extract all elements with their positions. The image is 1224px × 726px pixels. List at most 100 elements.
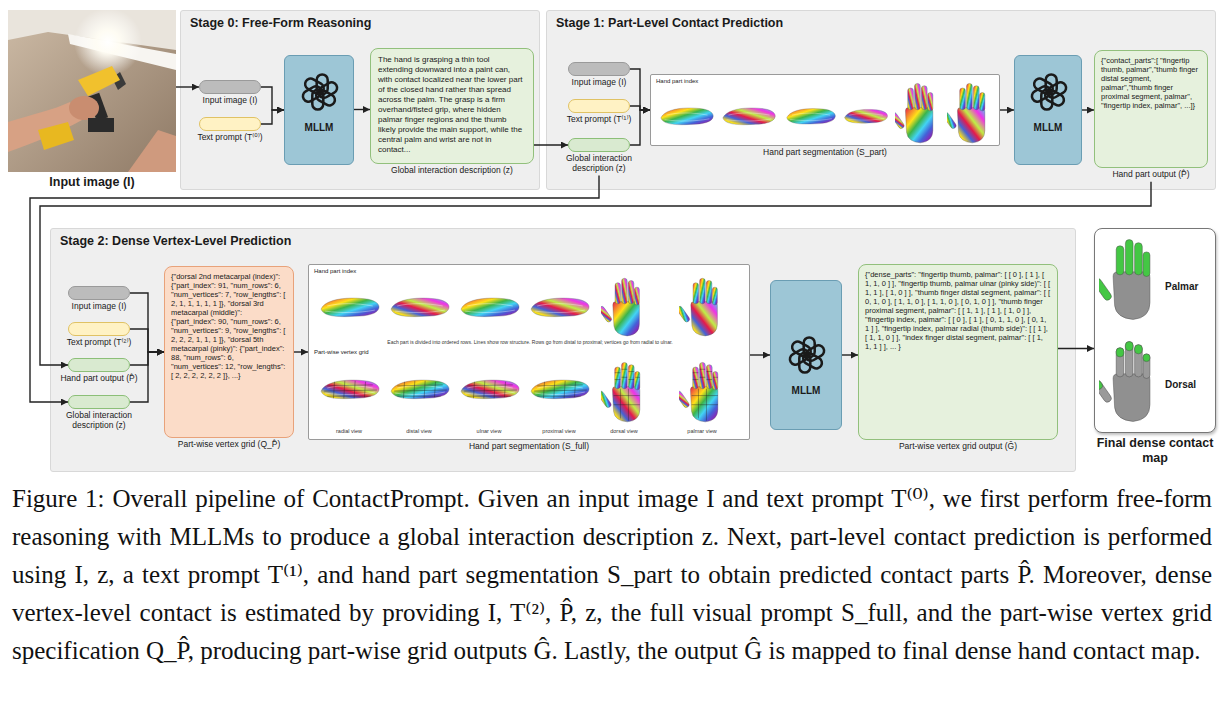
input-token-shape xyxy=(68,322,130,336)
view-label: distal view xyxy=(391,428,447,435)
flow-arrow xyxy=(130,352,164,402)
palmar-palm xyxy=(957,107,984,142)
flow-arrow xyxy=(1058,348,1094,349)
segmentation-panel: Hand part indexHand part segmentation (S… xyxy=(650,74,1000,158)
text-box-shape: {"contact_parts":[ "fingertip thumb, pal… xyxy=(1094,50,1208,168)
caption-slot: Figure 1: Overall pipeline of ContactPro… xyxy=(12,480,1212,670)
caption-label: Final dense contact map xyxy=(1094,436,1216,466)
ulnar-grid xyxy=(464,381,517,399)
stage-panel: Stage 1: Part-Level Contact PredictionIn… xyxy=(546,10,1216,190)
view-label: dorsal view xyxy=(596,428,652,435)
input-token-shape xyxy=(568,62,630,76)
panel-label: Hand part index xyxy=(651,75,999,88)
palm-no-contact xyxy=(1113,272,1150,320)
box-text: {"dense_parts": "fingertip thumb, palmar… xyxy=(859,265,1057,356)
contact-map-hands xyxy=(1095,229,1217,434)
fingers-contact xyxy=(1095,240,1150,302)
stage-title: Stage 0: Free-Form Reasoning xyxy=(181,11,539,35)
fingers-no-contact xyxy=(1095,342,1150,404)
stage-title: Stage 2: Dense Vertex-Level Prediction xyxy=(51,229,1075,253)
caption-label: Part-wise vertex grid output (Ĝ) xyxy=(858,442,1058,452)
distal-view xyxy=(391,298,449,317)
caption-label: Part-wise vertex grid (Q_P̂) xyxy=(164,440,294,450)
flow-arrow xyxy=(130,293,164,352)
proximal-view xyxy=(531,298,589,317)
full-hand-segmentation xyxy=(309,265,751,441)
dorsal-hand xyxy=(1095,342,1150,422)
input-token: Input image (I) xyxy=(551,62,647,88)
caption-label: Hand part segmentation (S_part) xyxy=(650,148,1000,158)
palmar-fingers xyxy=(942,83,985,129)
flow-arrow xyxy=(630,110,650,145)
label-slot: distal view xyxy=(391,428,447,435)
flow-arrow xyxy=(130,352,164,365)
input-image-shape xyxy=(8,10,176,172)
proximal-view xyxy=(845,109,888,123)
input-token: Text prompt (T⁽²⁾) xyxy=(51,322,147,348)
caption-label: Global interaction description (z) xyxy=(370,166,534,176)
second-arm xyxy=(128,130,176,172)
model-label: MLLM xyxy=(771,385,841,396)
segmentation-panel-shape: Hand part index xyxy=(650,74,1000,146)
caption-label: Hand part output (P̂) xyxy=(1094,170,1208,180)
label-slot: Each part is divided into ordered rows. … xyxy=(318,339,742,345)
flow-arrow xyxy=(630,106,650,110)
vertex-grid-row xyxy=(321,362,718,421)
hand-part-segmentation xyxy=(651,75,1001,147)
distal-view xyxy=(391,380,449,399)
dorsal-fingers xyxy=(597,362,640,408)
radial-grid xyxy=(324,381,377,399)
ulnar-view xyxy=(461,380,519,399)
proximal-grid xyxy=(534,381,587,399)
label-slot: radial view xyxy=(321,428,377,435)
flow-arrow xyxy=(750,354,770,355)
dorsal-grid xyxy=(614,369,640,420)
palmar-hand xyxy=(1095,240,1150,320)
text-box: {"dense_parts": "fingertip thumb, palmar… xyxy=(858,264,1058,452)
panel-label: Hand part index xyxy=(309,265,749,278)
ulnar-view xyxy=(787,109,836,125)
input-token: Global interaction description (z) xyxy=(551,138,647,174)
back-no-contact xyxy=(1113,374,1150,422)
palmar-palm xyxy=(690,386,717,421)
dorsal-palm xyxy=(612,386,639,421)
model-logo xyxy=(1027,70,1071,114)
flow-arrow xyxy=(261,87,284,110)
flow-arrow xyxy=(294,351,308,352)
palmar-fingers xyxy=(675,362,718,408)
view-label: proximal view xyxy=(531,428,587,435)
input-token-shape xyxy=(68,286,130,300)
fingertips-contact xyxy=(1095,342,1150,391)
drill-battery xyxy=(88,118,114,132)
drill-body xyxy=(78,66,120,96)
caption-label: Input image (I) xyxy=(51,302,147,312)
segmentation-panel: Hand part indexPart-wise vertex gridHand… xyxy=(308,264,750,452)
view-label: ulnar view xyxy=(461,428,517,435)
stage-panel: Stage 2: Dense Vertex-Level PredictionIn… xyxy=(50,228,1076,472)
input-token-shape xyxy=(68,395,130,409)
contact-map-box: PalmarDorsalFinal dense contact map xyxy=(1094,228,1216,466)
input-token: Global interaction description (z) xyxy=(51,395,147,431)
label-slot: proximal view xyxy=(531,428,587,435)
flow-arrow xyxy=(176,86,199,87)
radial-view xyxy=(321,380,379,399)
part-index-row xyxy=(321,278,717,336)
caption-label: Text prompt (T⁽⁰⁾) xyxy=(182,133,278,143)
flow-arrow xyxy=(842,354,858,355)
model-logo xyxy=(785,333,829,377)
flow-arrow xyxy=(1000,109,1014,110)
text-box-shape: {"dense_parts": "fingertip thumb, palmar… xyxy=(858,264,1058,440)
dorsal-palm xyxy=(905,107,932,142)
palmar-fingers xyxy=(676,278,718,323)
input-token: Input image (I) xyxy=(182,80,278,106)
caption-label: Input image (I) xyxy=(182,96,278,106)
model-logo xyxy=(298,70,342,114)
mllm-box: MLLM xyxy=(1014,55,1082,165)
flow-arrow xyxy=(1082,109,1094,110)
radial-view xyxy=(661,108,713,125)
input-token: Text prompt (T⁽⁰⁾) xyxy=(182,117,278,143)
proximal-view xyxy=(531,380,589,399)
input-token-shape xyxy=(568,99,630,113)
palmar-grid xyxy=(692,369,718,420)
